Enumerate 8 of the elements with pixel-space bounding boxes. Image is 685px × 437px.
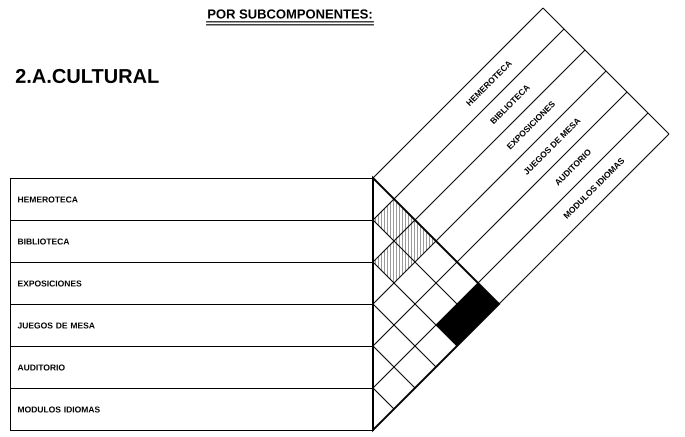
row-box: EXPOSICIONES xyxy=(10,262,374,305)
heading: POR SUBCOMPONENTES: xyxy=(208,9,372,19)
row-box: MODULOS IDIOMAS xyxy=(10,388,374,431)
row-box: AUDITORIO xyxy=(10,346,374,389)
row-box: JUEGOS DE MESA xyxy=(10,304,374,347)
row-box: BIBLIOTECA xyxy=(10,220,374,263)
section-heading: 2.A.CULTURAL xyxy=(16,68,159,84)
row-box: HEMEROTECA xyxy=(10,178,374,221)
